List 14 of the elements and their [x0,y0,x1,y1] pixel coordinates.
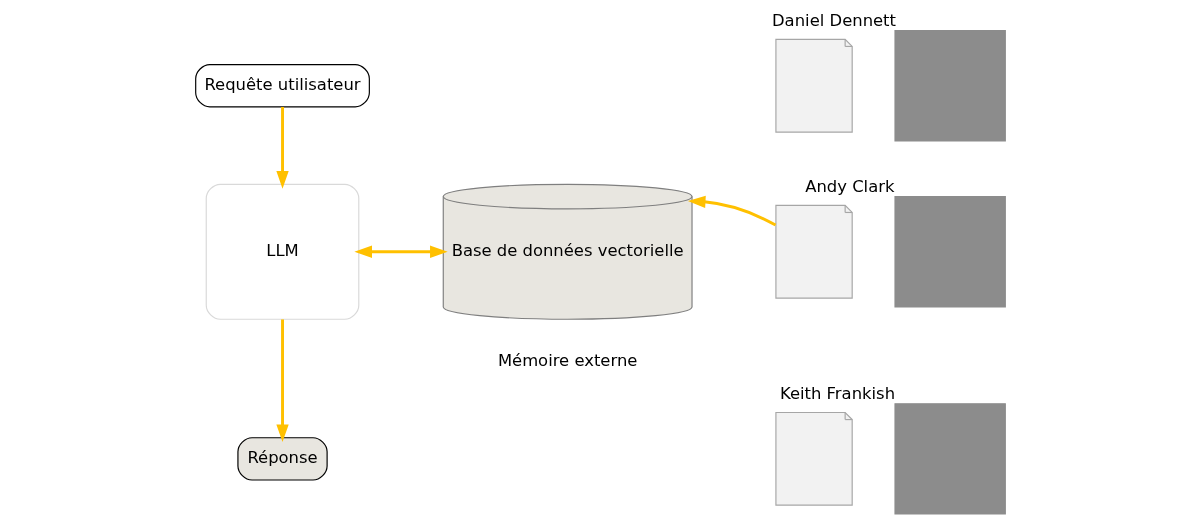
node-box [893,403,1006,515]
node-label: Daniel Dennett [771,11,896,31]
node-box [893,30,1006,142]
arrow [275,107,289,189]
node-label: Andy Clark [804,177,894,197]
arrow [275,319,289,443]
node-box: LLM [205,183,359,320]
node-box: Réponse [236,437,328,481]
node-box [893,196,1006,308]
arrow [687,195,776,227]
arrow [353,245,448,258]
node-label: Mémoire externe [497,350,637,370]
node-box: Requête utilisateur [194,64,370,108]
node-label: Keith Frankish [779,384,895,404]
